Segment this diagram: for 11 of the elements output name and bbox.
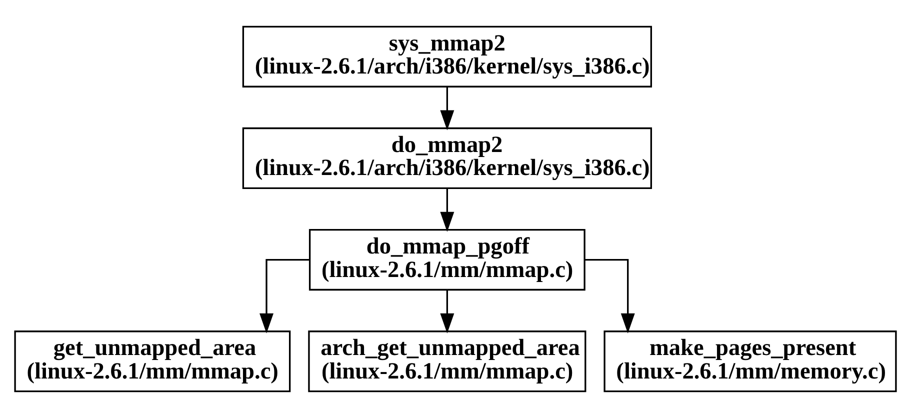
node-box: arch_get_unmapped_area (linux-2.6.1/mm/mmap.c) [308,330,586,392]
arrow [440,188,454,232]
arrow [440,87,454,130]
arrow [584,258,635,334]
arrow [440,290,454,334]
node-box: make_pages_present (linux-2.6.1/mm/memory.c) [604,330,897,392]
node-box: sys_mmap2 (linux-2.6.1/arch/i386/kernel/sys_i386.c) [242,26,652,88]
node-box: do_mmap_pgoff (linux-2.6.1/mm/mmap.c) [308,228,586,291]
node-box: get_unmapped_area (linux-2.6.1/mm/mmap.c) [14,330,291,392]
node-box: do_mmap2 (linux-2.6.1/arch/i386/kernel/sys_i386.c) [242,127,652,190]
arrow [260,258,310,334]
